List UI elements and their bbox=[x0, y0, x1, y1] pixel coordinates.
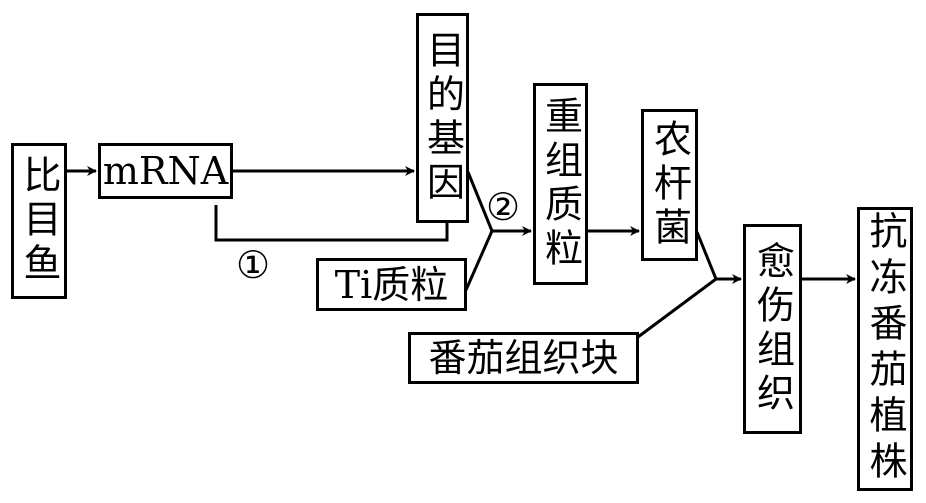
node-callus-label: 愈伤组织 bbox=[750, 241, 795, 417]
node-recombinant-plasmid-label: 重组质粒 bbox=[538, 96, 583, 272]
node-fish-label: 比目鱼 bbox=[17, 155, 61, 287]
node-recombinant-plasmid: 重组质粒 bbox=[533, 83, 588, 285]
line-gene-to-merge bbox=[466, 171, 494, 232]
node-tomato-tissue: 番茄组织块 bbox=[408, 332, 639, 384]
node-antifreeze-tomato: 抗冻番茄植株 bbox=[857, 207, 913, 491]
node-agrobacterium-label: 农杆菌 bbox=[647, 119, 692, 251]
node-target-gene-label: 目的基因 bbox=[420, 30, 465, 206]
node-mrna: mRNA bbox=[98, 143, 233, 199]
line-step1-path bbox=[214, 205, 449, 242]
line-ti-to-merge bbox=[464, 230, 494, 291]
node-ti-plasmid: Ti质粒 bbox=[316, 258, 467, 311]
node-mrna-label: mRNA bbox=[102, 149, 229, 193]
step1-label: ① bbox=[236, 243, 271, 287]
node-agrobacterium: 农杆菌 bbox=[641, 109, 698, 261]
node-antifreeze-tomato-label: 抗冻番茄植株 bbox=[863, 211, 907, 487]
node-ti-plasmid-label: Ti质粒 bbox=[334, 262, 449, 307]
line-agro-to-merge bbox=[695, 231, 718, 280]
node-target-gene: 目的基因 bbox=[416, 13, 469, 223]
node-tomato-tissue-label: 番茄组织块 bbox=[428, 336, 619, 380]
node-callus: 愈伤组织 bbox=[743, 224, 802, 434]
step2-label: ② bbox=[486, 185, 521, 229]
node-fish: 比目鱼 bbox=[11, 143, 67, 299]
line-tissue-to-merge bbox=[637, 277, 717, 339]
